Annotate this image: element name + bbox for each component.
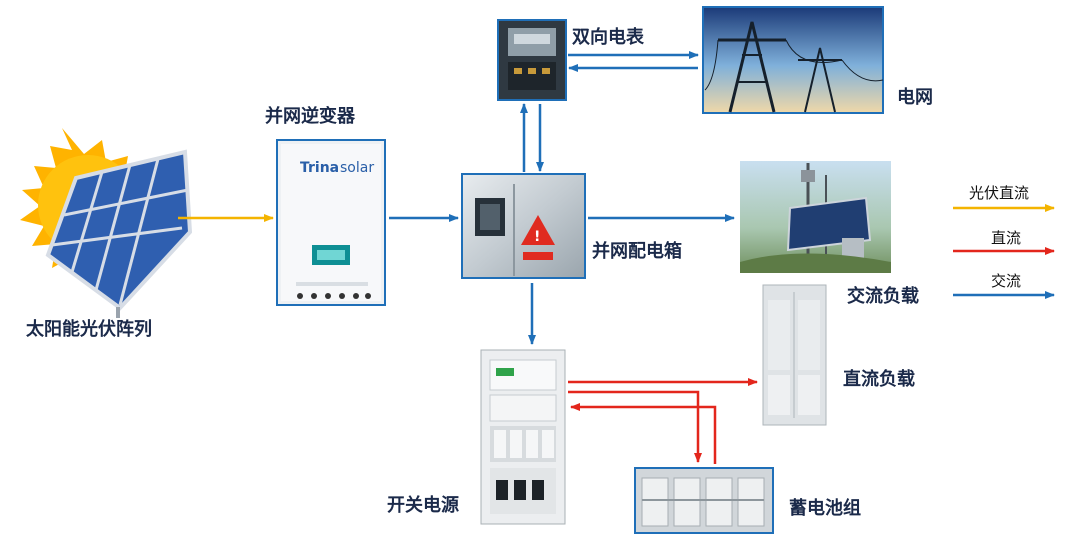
dc-load-image xyxy=(762,284,827,426)
inverter-image: Trina solar xyxy=(276,139,386,306)
label-ac-load: 交流负载 xyxy=(847,286,919,307)
label-dc-load: 直流负载 xyxy=(843,369,915,390)
arrow-switching-to-battery xyxy=(568,390,702,463)
ac-load-image xyxy=(740,161,891,273)
inverter-brand-a: Trina xyxy=(300,160,339,176)
label-grid: 电网 xyxy=(897,87,933,108)
grid-image xyxy=(702,6,884,114)
label-bidirectional-meter: 双向电表 xyxy=(572,27,644,48)
label-solar-array: 太阳能光伏阵列 xyxy=(26,319,152,340)
label-battery-bank: 蓄电池组 xyxy=(789,498,861,519)
solar-panel-icon xyxy=(45,149,193,318)
battery-bank-image xyxy=(634,467,774,534)
switching-power-image xyxy=(480,349,566,525)
legend-label-ac: 交流 xyxy=(991,272,1022,290)
label-distribution-box: 并网配电箱 xyxy=(592,241,682,262)
legend-label-pv-dc: 光伏直流 xyxy=(969,184,1030,202)
legend-label-dc: 直流 xyxy=(991,229,1022,247)
legend xyxy=(953,204,1055,299)
solar-array-image xyxy=(20,128,193,318)
meter-image xyxy=(497,19,567,101)
label-inverter: 并网逆变器 xyxy=(265,106,355,127)
distribution-box-image: ! xyxy=(461,173,586,279)
inverter-brand-b: solar xyxy=(340,160,374,176)
label-switching-power: 开关电源 xyxy=(387,495,459,516)
arrow-battery-to-switching xyxy=(570,403,717,464)
svg-text:!: ! xyxy=(534,229,540,245)
